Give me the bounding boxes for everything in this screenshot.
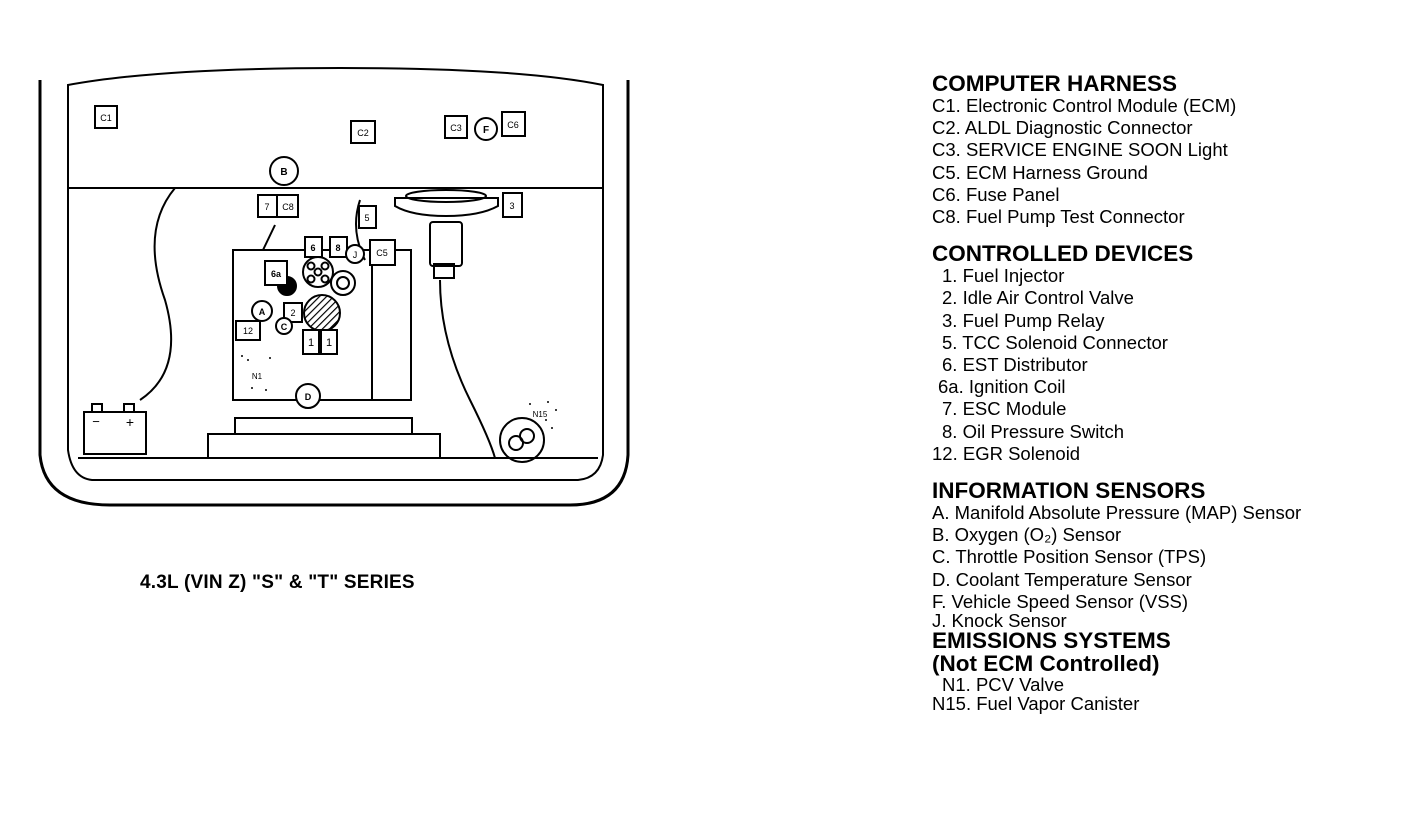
- callout-c8: C8: [282, 202, 294, 212]
- callout-8: 8: [335, 243, 340, 253]
- legend-item: C2. ALDL Diagnostic Connector: [932, 117, 1193, 139]
- callout-2: 2: [290, 308, 295, 318]
- callout-n1: N1: [252, 372, 263, 381]
- legend-item: C8. Fuel Pump Test Connector: [932, 206, 1185, 228]
- legend-item: C5. ECM Harness Ground: [932, 161, 1148, 183]
- legend-item: 2. Idle Air Control Valve: [942, 287, 1134, 309]
- legend-item: D. Coolant Temperature Sensor: [932, 568, 1192, 590]
- legend-item: 5. TCC Solenoid Connector: [942, 331, 1168, 353]
- legend-emissions-systems: EMISSIONS SYSTEMS (Not ECM Controlled) N…: [932, 629, 1392, 713]
- diagram-caption: 4.3L (VIN Z) "S" & "T" SERIES: [140, 572, 415, 593]
- legend-controlled-devices: CONTROLLED DEVICES 1. Fuel Injector 2. I…: [932, 242, 1392, 465]
- callout-6: 6: [310, 243, 315, 253]
- callout-1a: 1: [308, 337, 314, 349]
- callout-c1: C1: [100, 113, 112, 123]
- legend-item: J. Knock Sensor: [932, 610, 1067, 632]
- callout-3: 3: [509, 201, 514, 211]
- legend-item: 7. ESC Module: [942, 398, 1067, 420]
- callout-c5: C5: [376, 248, 388, 258]
- legend-item: N1. PCV Valve: [942, 674, 1065, 696]
- callout-n15: N15: [533, 410, 548, 419]
- callout-f: F: [483, 125, 489, 136]
- battery-plus-label: +: [126, 414, 134, 430]
- section-title-information-sensors: INFORMATION SENSORS: [932, 478, 1206, 504]
- callout-a: A: [259, 307, 266, 317]
- air-cleaner: [394, 197, 499, 218]
- harness-wire: [439, 279, 496, 459]
- callout-5: 5: [364, 213, 369, 223]
- engine-bay-inner-outline: [67, 66, 604, 481]
- legend-item: A. Manifold Absolute Pressure (MAP) Sens…: [932, 502, 1302, 524]
- legend-item: 3. Fuel Pump Relay: [942, 309, 1105, 331]
- legend-item: C3. SERVICE ENGINE SOON Light: [932, 139, 1228, 161]
- battery: [83, 411, 147, 455]
- callout-c: C: [281, 322, 288, 332]
- legend-information-sensors: INFORMATION SENSORS A. Manifold Absolute…: [932, 478, 1392, 632]
- callout-7: 7: [264, 202, 269, 212]
- callout-1b: 1: [326, 337, 332, 349]
- vehicle-body-outline: [38, 80, 630, 507]
- callout-b: B: [280, 167, 287, 178]
- legend-item: F. Vehicle Speed Sensor (VSS): [932, 590, 1189, 612]
- legend-item: N15. Fuel Vapor Canister: [932, 693, 1140, 715]
- section-subtitle-emissions-systems: (Not ECM Controlled): [932, 651, 1160, 677]
- section-title-computer-harness: COMPUTER HARNESS: [932, 71, 1178, 96]
- legend-item: 6a. Ignition Coil: [938, 376, 1066, 398]
- battery-cable: [139, 187, 176, 401]
- callout-12: 12: [243, 326, 253, 336]
- legend-computer-harness: COMPUTER HARNESS C1. Electronic Control …: [932, 72, 1392, 228]
- section-title-emissions-systems: EMISSIONS SYSTEMS: [932, 628, 1171, 654]
- distributor: [302, 256, 334, 288]
- callout-c3: C3: [450, 123, 462, 133]
- engine-compartment-diagram: C1 C2 C3 C6 F B 7 C8 5 3 6 8 J C5 6a A 2…: [38, 66, 630, 507]
- fuel-vapor-canister: [499, 417, 545, 463]
- callout-d: D: [305, 392, 312, 402]
- legend-item: 12. EGR Solenoid: [932, 442, 1081, 464]
- callout-c6: C6: [507, 120, 519, 130]
- callout-j: J: [353, 250, 358, 260]
- callout-6a: 6a: [271, 269, 282, 279]
- legend-item: C6. Fuse Panel: [932, 183, 1060, 205]
- throttle-body: [303, 294, 341, 332]
- section-title-controlled-devices: CONTROLLED DEVICES: [932, 241, 1194, 267]
- legend-panel: COMPUTER HARNESS C1. Electronic Control …: [932, 72, 1392, 727]
- legend-item: 6. EST Distributor: [942, 354, 1088, 376]
- legend-item: 8. Oil Pressure Switch: [942, 420, 1124, 442]
- legend-item: 1. Fuel Injector: [942, 265, 1065, 287]
- callout-c2: C2: [357, 128, 369, 138]
- legend-item: C. Throttle Position Sensor (TPS): [932, 546, 1207, 568]
- legend-item: C1. Electronic Control Module (ECM): [932, 95, 1237, 116]
- legend-item: B. Oxygen (O₂) Sensor: [932, 524, 1122, 546]
- battery-minus-label: −: [92, 414, 100, 429]
